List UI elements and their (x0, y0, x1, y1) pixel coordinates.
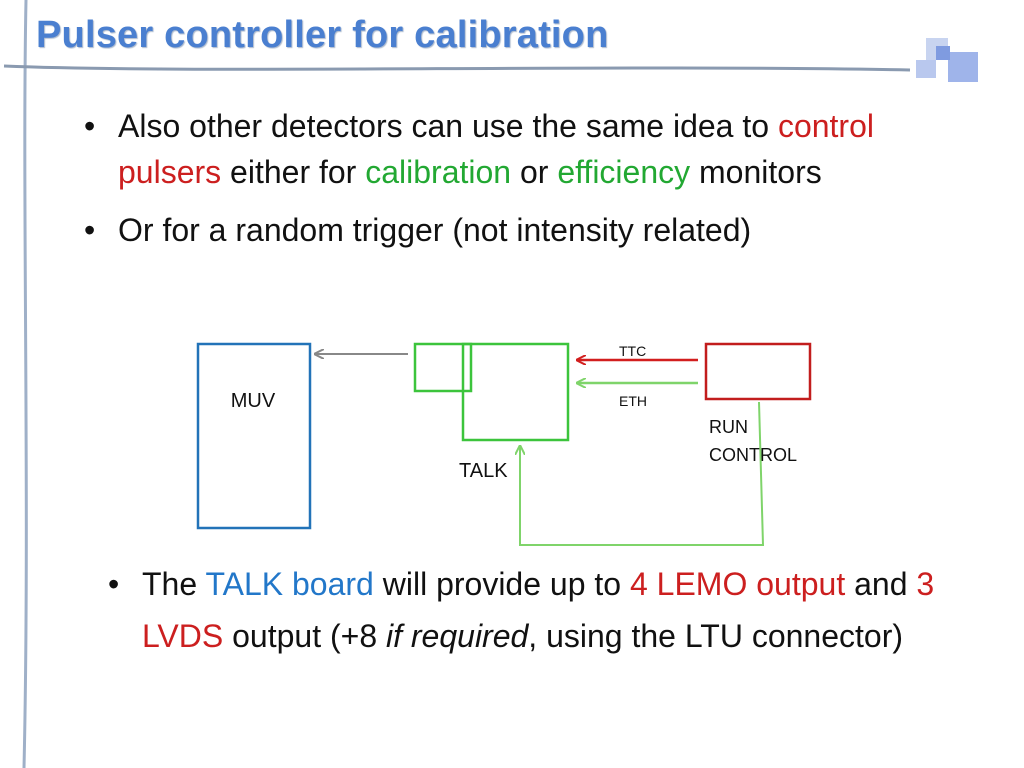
highlight-lvds: 3 LVDS (142, 566, 935, 654)
run-control-box (704, 342, 812, 401)
trigger-loop-arrow (520, 401, 765, 546)
bullet-text: or (511, 154, 558, 190)
run-control-label-line2: CONTROL (709, 445, 797, 465)
bullet-item: Or for a random trigger (not intensity r… (78, 207, 968, 253)
bullet-item: The TALK board will provide up to 4 LEMO… (102, 558, 982, 662)
bullet-list-top: Also other detectors can use the same id… (78, 103, 968, 265)
bullet-text: , using the LTU connector) (528, 618, 903, 654)
slide-title: Pulser controller for calibration (36, 14, 609, 56)
eth-label: ETH (619, 393, 647, 409)
bullet-text: Also other detectors can use the same id… (118, 108, 778, 144)
bullet-text: either for (221, 154, 366, 190)
highlight-efficiency: efficiency (557, 154, 691, 190)
muv-label: MUV (231, 390, 276, 412)
muv-box (196, 342, 312, 530)
left-rule (22, 0, 28, 768)
highlight-talk-board: TALK board (205, 566, 374, 602)
bullet-item: Also other detectors can use the same id… (78, 103, 968, 195)
corner-square-2 (948, 52, 978, 82)
corner-square-3 (916, 60, 936, 78)
highlight-lemo-output: 4 LEMO output (629, 566, 846, 602)
bullet-text: and (845, 566, 917, 602)
bullet-text: The (142, 566, 206, 602)
talk-connector-box (413, 342, 473, 393)
highlight-calibration: calibration (365, 154, 512, 190)
corner-square-4 (936, 46, 950, 60)
ttc-label: TTC (619, 343, 646, 359)
highlight-control-pulsers: control pulsers (118, 108, 874, 190)
talk-label: TALK (459, 460, 508, 482)
talk-box (461, 342, 570, 442)
bullet-text: output (+8 (223, 618, 386, 654)
run-control-label-line1: RUN (709, 417, 748, 437)
bullet-text: Or for a random trigger (not intensity r… (118, 212, 752, 248)
italic-if-required: if required (386, 618, 529, 654)
bullet-text: monitors (690, 154, 822, 190)
bullet-text: will provide up to (373, 566, 630, 602)
title-underline (3, 64, 911, 72)
bullet-list-bottom: The TALK board will provide up to 4 LEMO… (102, 558, 982, 662)
